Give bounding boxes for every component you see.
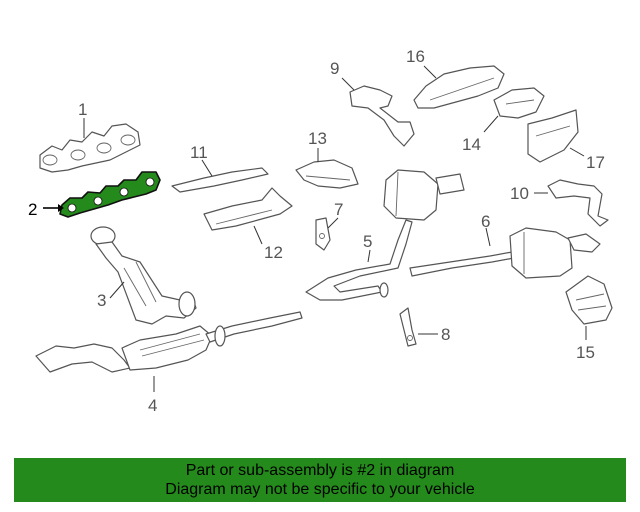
callout-10: 10 <box>510 184 529 203</box>
callout-4: 4 <box>148 396 157 415</box>
part-11-heat-shield[interactable] <box>171 167 269 193</box>
part-7-bracket[interactable] <box>315 217 331 251</box>
part-16-heat-shield[interactable] <box>413 65 505 109</box>
callout-1: 1 <box>78 100 87 119</box>
part-5-intermediate-pipe[interactable] <box>305 219 413 301</box>
part-1-exhaust-manifold[interactable] <box>39 123 141 173</box>
part-info-banner: Part or sub-assembly is #2 in diagram Di… <box>14 458 626 502</box>
part-4-front-exhaust-pipe[interactable] <box>35 311 303 373</box>
part-2-manifold-gasket[interactable] <box>59 171 161 218</box>
part-3-catalytic-converter[interactable] <box>90 226 197 325</box>
banner-line-disclaimer: Diagram may not be specific to your vehi… <box>165 481 475 498</box>
part-9-sensor-pipe[interactable] <box>349 85 415 147</box>
callout-17: 17 <box>586 153 605 172</box>
part-6-rear-muffler[interactable] <box>409 227 601 279</box>
callout-9: 9 <box>330 59 339 78</box>
callout-16: 16 <box>406 47 425 66</box>
callout-12: 12 <box>264 243 283 262</box>
part-10-sensor-pipe[interactable] <box>547 179 609 227</box>
callout-7: 7 <box>334 200 343 219</box>
callout-8: 8 <box>441 325 450 344</box>
callout-6: 6 <box>481 212 490 231</box>
part-8-hanger-bracket[interactable] <box>399 307 417 347</box>
callout-2: 2 <box>28 200 37 219</box>
part-13-heat-shield[interactable] <box>295 159 359 189</box>
part-15-heat-shield[interactable] <box>565 275 613 325</box>
part-12-heat-shield[interactable] <box>203 187 293 231</box>
banner-line-part: Part or sub-assembly is #2 in diagram <box>185 462 455 479</box>
callout-13: 13 <box>308 129 327 148</box>
callout-14: 14 <box>462 135 481 154</box>
part-14-heat-shield[interactable] <box>493 87 545 119</box>
callout-3: 3 <box>97 291 106 310</box>
part-17-heat-shield[interactable] <box>527 109 579 163</box>
center-muffler <box>383 169 465 221</box>
callout-5: 5 <box>363 232 372 251</box>
callout-15: 15 <box>576 343 595 362</box>
callout-11: 11 <box>190 143 208 162</box>
